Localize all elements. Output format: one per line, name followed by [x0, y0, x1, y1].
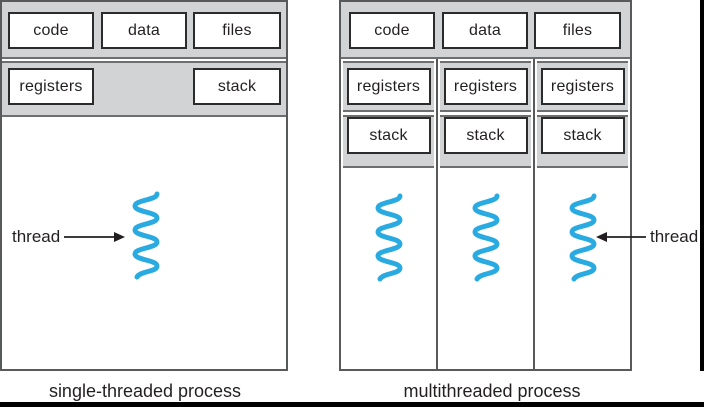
stack-box: stack: [540, 117, 625, 154]
stack-box: stack: [443, 117, 528, 154]
registers-box: registers: [8, 68, 94, 105]
thread-squiggle-path: [568, 193, 597, 282]
data-label: data: [128, 21, 160, 39]
thread-squiggle: [568, 193, 597, 282]
thread-squiggle-path: [471, 193, 500, 282]
thread-column-2: registers stack: [438, 59, 535, 369]
stack-label: stack: [217, 77, 257, 95]
files-box: files: [193, 12, 281, 49]
code-box: code: [349, 12, 435, 49]
registers-label: registers: [550, 77, 615, 95]
left-resources-band: code data files: [2, 2, 286, 59]
files-label: files: [222, 21, 252, 39]
thread-squiggle: [374, 193, 403, 282]
frame-right-edge: [700, 0, 704, 371]
code-label: code: [33, 21, 69, 39]
thread-arrow-right-icon: [596, 232, 646, 242]
thread-squiggle-path: [132, 191, 160, 280]
data-box: data: [101, 12, 187, 49]
single-threaded-caption: single-threaded process: [48, 381, 242, 401]
stack-label: stack: [369, 126, 408, 144]
code-box: code: [8, 12, 94, 49]
thread-squiggle-path: [374, 193, 403, 282]
stack-box: stack: [346, 117, 431, 154]
thread-arrow-left-icon: [64, 232, 125, 242]
files-box: files: [534, 12, 621, 49]
code-label: code: [374, 21, 410, 39]
thread-columns: registers stack registers stack register…: [341, 59, 630, 369]
thread-squiggle: [132, 191, 160, 280]
data-box: data: [442, 12, 528, 49]
thread-squiggle: [471, 193, 500, 282]
stack-label: stack: [466, 126, 505, 144]
thread-label-right: thread: [650, 227, 699, 246]
multithreaded-process-panel: code data files registers stack register…: [339, 0, 632, 371]
registers-label: registers: [19, 77, 83, 95]
registers-box: registers: [540, 68, 625, 105]
thread-label-left: thread: [12, 227, 61, 246]
stack-label: stack: [563, 126, 602, 144]
files-label: files: [562, 21, 593, 39]
thread-column-1: registers stack: [341, 59, 438, 369]
right-resources-band: code data files: [341, 2, 630, 59]
data-label: data: [469, 21, 501, 39]
registers-box: registers: [443, 68, 528, 105]
thread-column-3: registers stack: [535, 59, 630, 369]
registers-label: registers: [453, 77, 518, 95]
frame-bottom-edge: [0, 402, 704, 407]
left-context-band: registers stack: [2, 61, 286, 117]
multithreaded-caption: multithreaded process: [403, 381, 581, 401]
single-threaded-process-panel: code data files registers stack: [0, 0, 288, 371]
registers-label: registers: [356, 77, 421, 95]
registers-box: registers: [346, 68, 431, 105]
stack-box: stack: [193, 68, 281, 105]
